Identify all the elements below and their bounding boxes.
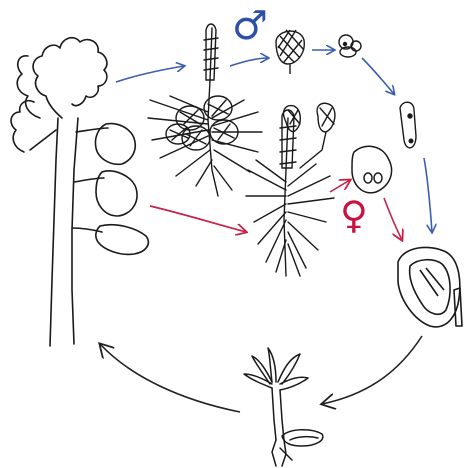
ovule-icon	[352, 146, 392, 192]
arrow-seed-to-seedling	[322, 336, 422, 404]
male-symbol: ♂	[232, 6, 268, 46]
female-cone-branch-icon	[246, 103, 335, 276]
seedling-icon	[244, 348, 323, 466]
arrow-female-cone-to-ovule	[330, 180, 350, 192]
arrow-seedling-to-tree	[100, 344, 240, 412]
arrow-tree-to-female-cone	[150, 206, 246, 232]
pollen-grain-icon	[339, 35, 361, 57]
arrow-tube-to-seed	[424, 158, 432, 232]
pollen-tube-icon	[400, 102, 416, 148]
female-symbol: ♀	[340, 196, 368, 234]
male-cone-branch-icon	[148, 24, 262, 196]
arrow-ovule-to-seed	[384, 198, 402, 240]
pollen-sac-icon	[276, 30, 304, 74]
arrow-tree-to-male-cone	[116, 66, 184, 82]
arrow-male-cone-to-pollen-sac	[230, 58, 268, 66]
arrow-pollen-to-tube	[362, 58, 394, 94]
pine-tree-icon	[11, 38, 148, 346]
seed-icon	[398, 247, 462, 326]
